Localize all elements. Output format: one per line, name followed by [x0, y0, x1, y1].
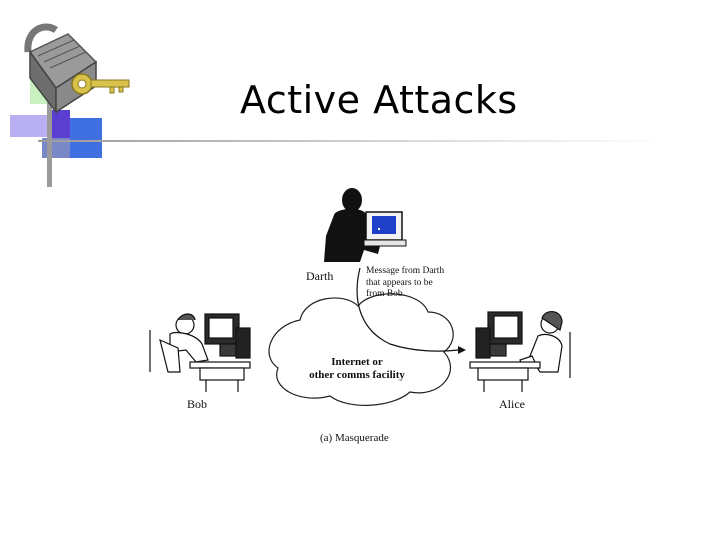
purple-block	[48, 110, 70, 138]
title-underline	[38, 140, 668, 142]
network-line: Internet or	[331, 356, 383, 368]
bob-label: Bob	[187, 397, 208, 411]
slide-title: Active Attacks	[240, 78, 518, 122]
message-line: Message from Darth	[366, 266, 445, 276]
network-label: Internet or other comms facility	[292, 356, 422, 382]
network-line: other comms facility	[309, 369, 405, 381]
key-icon	[71, 73, 130, 95]
message-line: that appears to be	[366, 277, 433, 288]
lavender-block	[10, 115, 48, 137]
network-cloud	[268, 293, 454, 406]
diagram-caption: (a) Masquerade	[320, 432, 389, 444]
darth-figure	[324, 188, 407, 262]
blue-block	[70, 118, 102, 158]
arrow-head	[458, 346, 466, 354]
alice-label: Alice	[499, 397, 525, 411]
alice-figure	[469, 311, 571, 392]
bob-figure	[149, 313, 251, 392]
message-annotation: Message from Darth that appears to be fr…	[366, 266, 444, 301]
darth-label: Darth	[306, 269, 334, 283]
masquerade-arrow	[356, 267, 459, 352]
message-line: from Bob	[366, 289, 403, 299]
